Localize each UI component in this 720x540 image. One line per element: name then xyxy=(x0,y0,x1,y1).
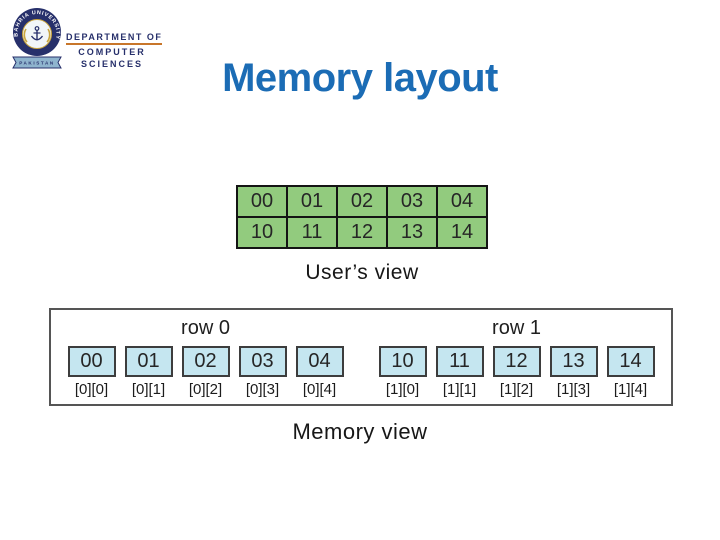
memory-cell-unit: 03 [0][3] xyxy=(234,346,291,398)
memory-cell: 04 xyxy=(295,346,344,377)
users-cell: 01 xyxy=(286,185,338,218)
cell-index-label: [1][0] xyxy=(385,381,420,398)
memory-cell-unit: 11 [1][1] xyxy=(431,346,488,398)
cell-index-label: [0][3] xyxy=(245,381,280,398)
cell-index-label: [1][2] xyxy=(499,381,534,398)
users-cell: 04 xyxy=(436,185,488,218)
memory-cell: 01 xyxy=(124,346,173,377)
row-label: row 1 xyxy=(492,317,541,339)
memory-cell: 12 xyxy=(492,346,541,377)
memory-cell-unit: 02 [0][2] xyxy=(177,346,234,398)
users-view-row-0: 00 01 02 03 04 xyxy=(236,185,488,218)
users-cell: 03 xyxy=(386,185,438,218)
pakistan-banner-text: PAKISTAN xyxy=(19,61,55,66)
cell-index-label: [0][4] xyxy=(302,381,337,398)
memory-cell: 10 xyxy=(378,346,427,377)
memory-row-group-0: row 0 00 [0][0] 01 [0][1] 02 [0][2] 03 [… xyxy=(63,317,348,404)
department-text: DEPARTMENT OF COMPUTER SCIENCES xyxy=(66,27,176,69)
cell-strip-row0: 00 [0][0] 01 [0][1] 02 [0][2] 03 [0][3] … xyxy=(63,346,348,398)
memory-cell: 14 xyxy=(606,346,655,377)
row-label: row 0 xyxy=(181,317,230,339)
university-logo: BAHRIA UNIVERSITY PAKISTAN DEPARTMENT OF… xyxy=(10,4,210,76)
memory-cell: 11 xyxy=(435,346,484,377)
users-view-caption: User’s view xyxy=(305,261,419,284)
users-cell: 00 xyxy=(236,185,288,218)
memory-cell-unit: 00 [0][0] xyxy=(63,346,120,398)
memory-cell-unit: 10 [1][0] xyxy=(374,346,431,398)
memory-view-caption: Memory view xyxy=(292,419,428,444)
users-cell: 11 xyxy=(286,216,338,249)
memory-cell: 13 xyxy=(549,346,598,377)
memory-cell-unit: 04 [0][4] xyxy=(291,346,348,398)
users-cell: 10 xyxy=(236,216,288,249)
users-cell: 02 xyxy=(336,185,388,218)
cell-strip-row1: 10 [1][0] 11 [1][1] 12 [1][2] 13 [1][3] … xyxy=(374,346,659,398)
pakistan-banner xyxy=(12,56,62,69)
cell-index-label: [0][0] xyxy=(74,381,109,398)
page-title: Memory layout xyxy=(222,56,498,100)
anchor-arms xyxy=(30,35,44,41)
laurel-right xyxy=(46,28,51,43)
memory-cell: 03 xyxy=(238,346,287,377)
users-view-table: 00 01 02 03 04 10 11 12 13 14 xyxy=(236,185,488,249)
memory-view-box: row 0 00 [0][0] 01 [0][1] 02 [0][2] 03 [… xyxy=(49,308,673,406)
cell-index-label: [1][3] xyxy=(556,381,591,398)
memory-cell: 02 xyxy=(181,346,230,377)
cell-index-label: [0][1] xyxy=(131,381,166,398)
memory-row-group-1: row 1 10 [1][0] 11 [1][1] 12 [1][2] 13 [… xyxy=(374,317,659,404)
department-line2: COMPUTER xyxy=(78,47,146,57)
users-view-row-1: 10 11 12 13 14 xyxy=(236,216,488,249)
laurel-left xyxy=(23,28,28,43)
memory-cell-unit: 12 [1][2] xyxy=(488,346,545,398)
cell-index-label: [1][4] xyxy=(613,381,648,398)
cell-index-label: [1][1] xyxy=(442,381,477,398)
department-line3: SCIENCES xyxy=(80,59,143,69)
users-cell: 14 xyxy=(436,216,488,249)
university-emblem-icon: BAHRIA UNIVERSITY PAKISTAN xyxy=(12,8,62,69)
cell-index-label: [0][2] xyxy=(188,381,223,398)
memory-cell-unit: 14 [1][4] xyxy=(602,346,659,398)
users-cell: 13 xyxy=(386,216,438,249)
memory-cell-unit: 13 [1][3] xyxy=(545,346,602,398)
memory-cell-unit: 01 [0][1] xyxy=(120,346,177,398)
users-view-section: 00 01 02 03 04 10 11 12 13 14 User’s vie… xyxy=(236,185,488,285)
department-line1: DEPARTMENT OF xyxy=(66,32,163,45)
users-cell: 12 xyxy=(336,216,388,249)
memory-cell: 00 xyxy=(67,346,116,377)
